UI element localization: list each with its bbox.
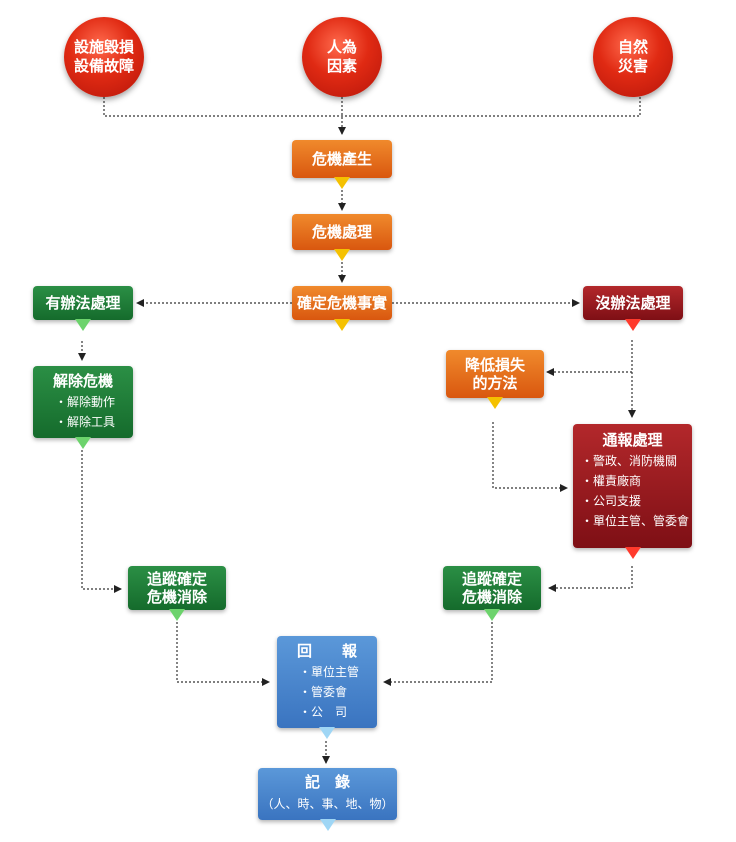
cause-human-line2: 因素 [326, 57, 357, 75]
report-item: ・管委會 [299, 685, 348, 699]
arrow-marker [334, 319, 350, 331]
report-item: ・公 司 [299, 705, 348, 719]
notify-item: ・公司支援 [581, 494, 642, 508]
cause-facility-line2: 設備故障 [73, 57, 134, 75]
crisis-occurs-label: 危機產生 [311, 150, 372, 168]
report-title: 回 報 [296, 642, 357, 660]
arrow-marker [624, 547, 641, 559]
arrow-marker [319, 819, 336, 831]
resolve-crisis-items: ・解除動作 ・解除工具 [55, 392, 133, 432]
record-title: 記 錄 [304, 773, 350, 791]
reduce-loss-line2: 的方法 [472, 374, 518, 392]
notify-title: 通報處理 [602, 431, 663, 449]
right-track-box: 追蹤確定 危機消除 [443, 566, 541, 621]
left-track-line2: 危機消除 [146, 588, 207, 606]
left-track-line1: 追蹤確定 [146, 570, 207, 588]
crisis-handling-box: 危機處理 [292, 214, 392, 261]
cause-natural-line2: 災害 [617, 57, 648, 75]
record-subtitle: （人、時、事、地、物） [261, 797, 394, 811]
arrow-marker [484, 609, 500, 621]
notify-handling-box: 通報處理 ・警政、消防機關 ・權責廠商 ・公司支援 ・單位主管、管委會 [573, 424, 692, 559]
right-track-line2: 危機消除 [461, 588, 522, 606]
resolve-crisis-title: 解除危機 [53, 372, 114, 390]
confirm-facts-box: 確定危機事實 [292, 286, 392, 331]
cause-facility-line1: 設施毀損 [73, 38, 134, 56]
resolvable-box: 有辦法處理 [33, 286, 133, 331]
report-item: ・單位主管 [299, 665, 360, 679]
cause-human-line1: 人為 [326, 38, 357, 56]
confirm-facts-label: 確定危機事實 [296, 294, 387, 312]
arrow-marker [487, 397, 503, 409]
reduce-loss-box: 降低損失 的方法 [446, 350, 544, 409]
arrow-marker [625, 319, 641, 331]
cause-natural-disaster: 自然 災害 [593, 17, 673, 97]
notify-item: ・權責廠商 [581, 474, 642, 488]
arrow-marker [169, 609, 185, 621]
notify-items: ・警政、消防機關 ・權責廠商 ・公司支援 ・單位主管、管委會 [581, 451, 692, 531]
arrow-marker [75, 319, 91, 331]
left-track-box: 追蹤確定 危機消除 [128, 566, 226, 621]
arrow-marker [75, 437, 91, 449]
resolve-crisis-box: 解除危機 ・解除動作 ・解除工具 [33, 366, 133, 449]
right-track-line1: 追蹤確定 [461, 570, 522, 588]
arrow-marker [334, 249, 350, 261]
crisis-handling-label: 危機處理 [311, 223, 372, 241]
arrow-marker [319, 727, 335, 739]
report-box: 回 報 ・單位主管 ・管委會 ・公 司 [277, 636, 377, 739]
resolvable-label: 有辦法處理 [45, 294, 121, 312]
crisis-occurs-box: 危機產生 [292, 140, 392, 189]
unresolvable-label: 沒辦法處理 [595, 294, 671, 312]
cause-human-factor: 人為 因素 [302, 17, 382, 97]
report-items: ・單位主管 ・管委會 ・公 司 [299, 662, 377, 722]
notify-item: ・單位主管、管委會 [581, 514, 690, 528]
arrow-marker [334, 177, 350, 189]
resolve-item: ・解除工具 [55, 415, 116, 429]
reduce-loss-line1: 降低損失 [464, 356, 525, 374]
cause-natural-line1: 自然 [617, 38, 648, 56]
notify-item: ・警政、消防機關 [581, 454, 678, 468]
cause-facility-damage: 設施毀損 設備故障 [64, 17, 144, 97]
resolve-item: ・解除動作 [55, 395, 116, 409]
unresolvable-box: 沒辦法處理 [583, 286, 683, 331]
record-box: 記 錄 （人、時、事、地、物） [258, 768, 397, 831]
